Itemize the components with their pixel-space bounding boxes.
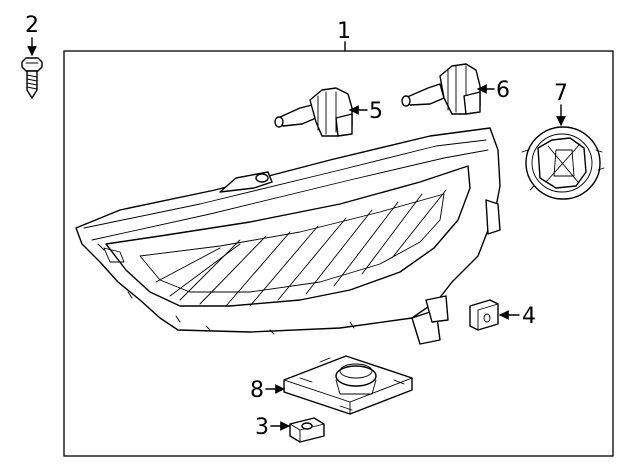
callout-5-label: 5 <box>369 99 383 124</box>
bulb-part-5[interactable]: 5 <box>274 87 383 137</box>
headlamp-assembly-part-1[interactable] <box>75 127 501 345</box>
callout-8-label: 8 <box>250 378 264 403</box>
callout-1[interactable]: 1 <box>337 19 351 52</box>
assembly-frame <box>63 50 614 457</box>
callout-2-label: 2 <box>25 13 39 38</box>
nut-part-3[interactable]: 3 <box>255 415 325 443</box>
screw-part-2[interactable]: 2 <box>21 13 43 99</box>
control-module-part-8[interactable]: 8 <box>250 355 413 415</box>
nut-part-4[interactable]: 4 <box>469 299 536 331</box>
callout-4-label: 4 <box>522 304 536 329</box>
cap-part-7[interactable]: 7 <box>521 81 605 200</box>
bulb-part-6[interactable]: 6 <box>401 63 510 115</box>
callout-7-label: 7 <box>554 81 568 106</box>
callout-1-label: 1 <box>337 19 351 44</box>
callout-3-label: 3 <box>255 415 269 440</box>
callout-6-label: 6 <box>496 78 510 103</box>
